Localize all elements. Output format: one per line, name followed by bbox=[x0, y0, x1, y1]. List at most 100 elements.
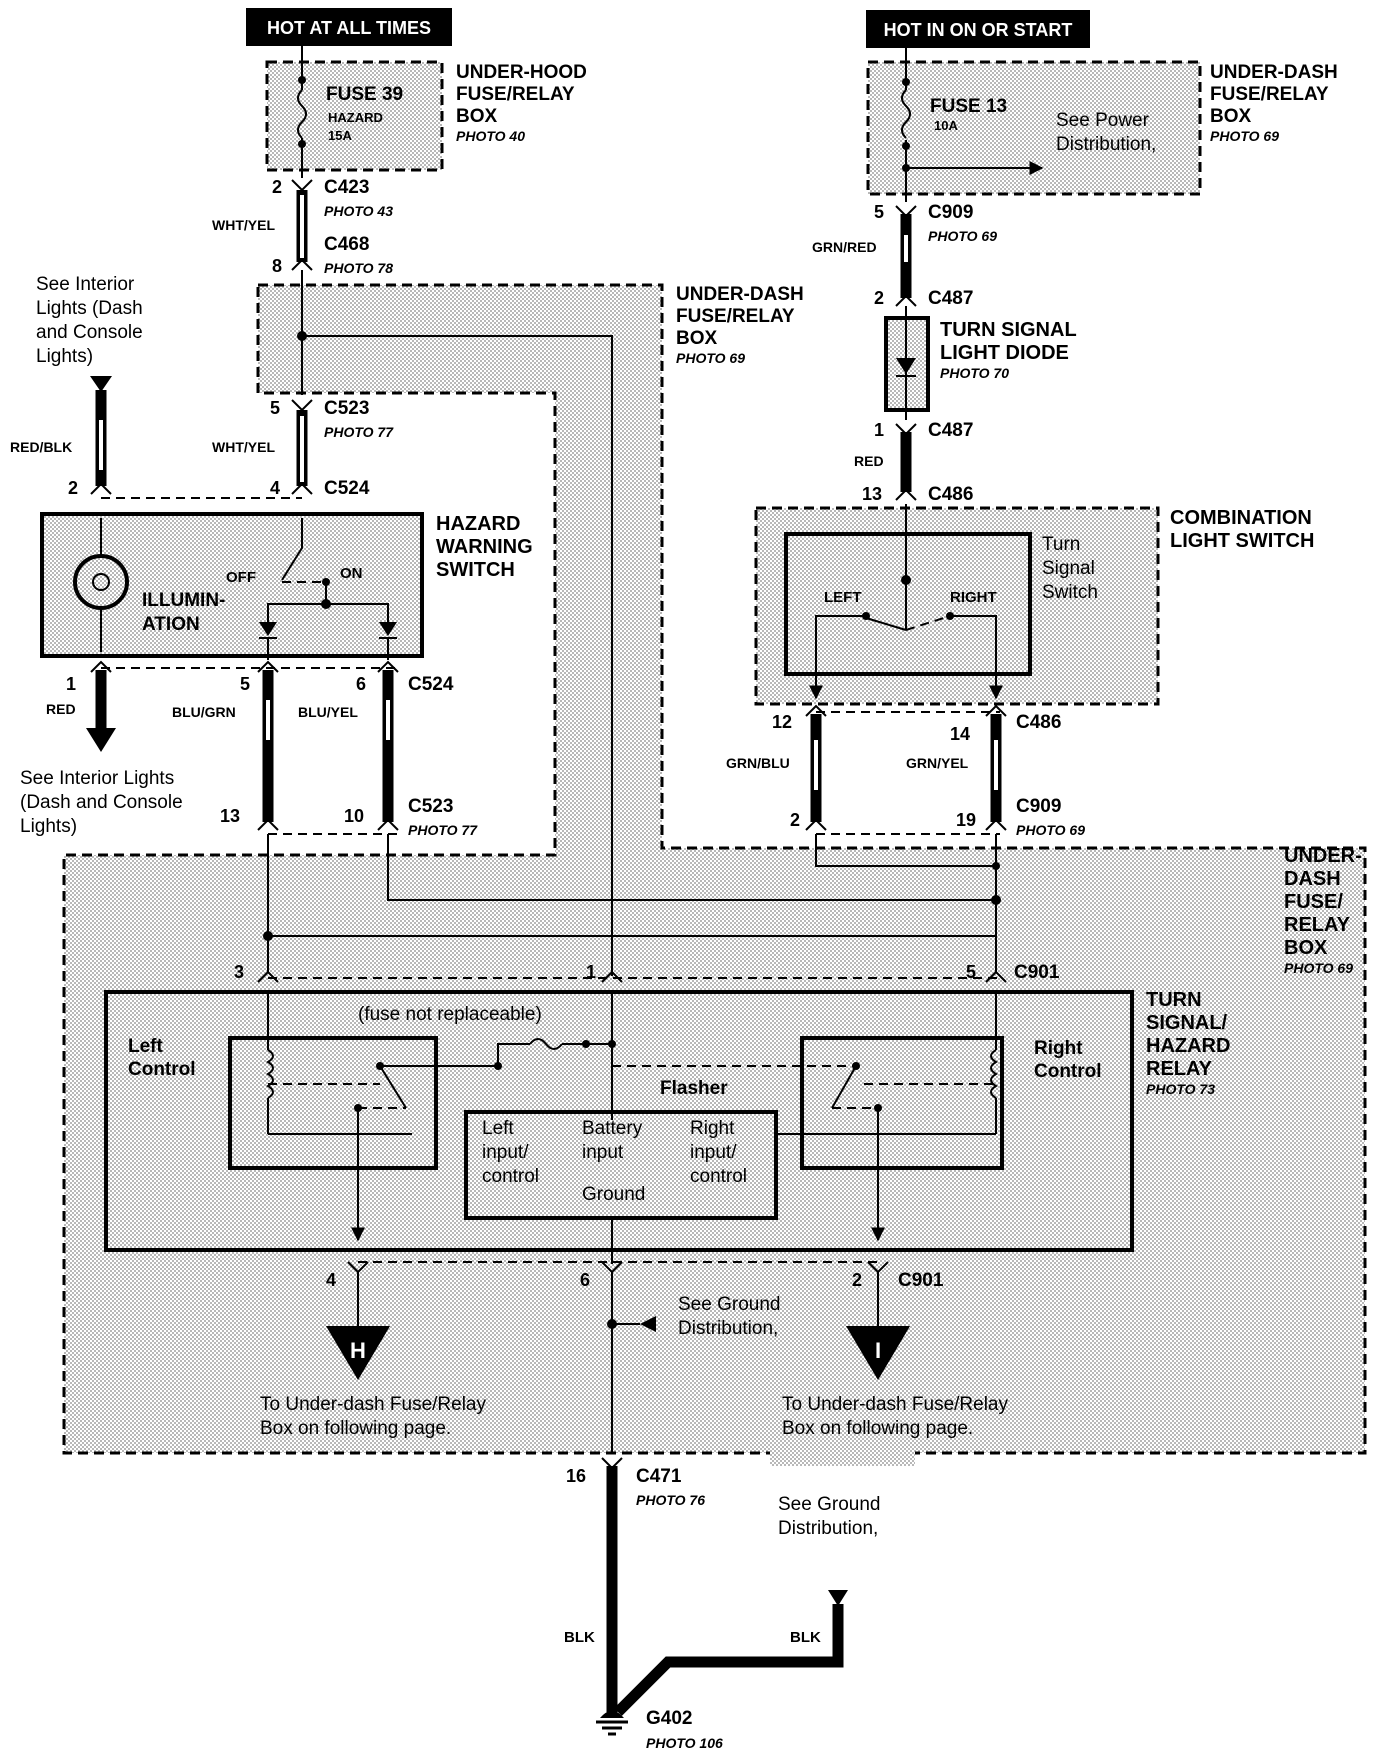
diagram-label: 5 bbox=[270, 398, 280, 418]
diagram-label: 1 bbox=[66, 674, 76, 694]
diagram-label: control bbox=[690, 1166, 747, 1187]
diagram-label: 6 bbox=[580, 1270, 590, 1290]
diagram-label: C909 bbox=[1016, 796, 1061, 817]
diagram-label: BOX bbox=[1210, 106, 1252, 127]
diagram-label: C909 bbox=[928, 202, 973, 223]
turn-signal-switch bbox=[784, 532, 1032, 676]
diagram-label: FUSE/ bbox=[1284, 891, 1343, 913]
diagram-label: 5 bbox=[966, 962, 976, 982]
diagram-label: Distribution, bbox=[678, 1318, 778, 1339]
diagram-label: UNDER- bbox=[1284, 845, 1362, 867]
diagram-label: control bbox=[482, 1166, 539, 1187]
flasher bbox=[464, 1110, 778, 1220]
diagram-label: 10 bbox=[344, 806, 364, 826]
fuse-13-icon bbox=[901, 89, 911, 139]
interior-lights-down-arrow-icon bbox=[86, 728, 116, 752]
diagram-label: RED bbox=[854, 453, 884, 469]
diagram-label: 2 bbox=[790, 810, 800, 830]
diagram-label: HOT AT ALL TIMES bbox=[267, 18, 431, 38]
hazard-warning-switch bbox=[40, 512, 424, 658]
diagram-label: DASH bbox=[1284, 868, 1341, 890]
diagram-label: Flasher bbox=[660, 1078, 728, 1099]
diagram-label: (Dash and Console bbox=[20, 792, 183, 813]
diagram-label: Left bbox=[482, 1118, 514, 1139]
diagram-label: FUSE/RELAY bbox=[1210, 84, 1329, 105]
internal-fuse-icon bbox=[529, 1038, 563, 1050]
diagram-label: G402 bbox=[646, 1708, 692, 1729]
diagram-label: LIGHT DIODE bbox=[940, 342, 1069, 364]
diagram-label: See Interior Lights bbox=[20, 768, 174, 789]
diagram-label: Left bbox=[128, 1036, 164, 1057]
combination-switch-box bbox=[754, 506, 1160, 706]
off-page-connector-h-icon bbox=[326, 1326, 390, 1380]
diagram-label: Lights) bbox=[20, 816, 77, 837]
diagram-label: 10A bbox=[934, 118, 958, 133]
left-control-relay bbox=[228, 1036, 438, 1170]
diagram-label: Box on following page. bbox=[260, 1418, 451, 1439]
diagram-label: 2 bbox=[874, 288, 884, 308]
diagram-label: TURN SIGNAL bbox=[940, 319, 1077, 341]
diagram-label: Distribution, bbox=[778, 1518, 878, 1539]
diagram-label: 19 bbox=[956, 810, 976, 830]
diagram-label: 5 bbox=[874, 202, 884, 222]
underdash-box-top-right bbox=[866, 60, 1202, 196]
diagram-label: Control bbox=[128, 1059, 196, 1080]
diagram-label: PHOTO 40 bbox=[456, 128, 525, 144]
diagram-label: 1 bbox=[586, 962, 596, 982]
diagram-label: PHOTO 43 bbox=[324, 203, 393, 219]
diagram-label: LIGHT SWITCH bbox=[1170, 530, 1314, 552]
diagram-label: ILLUMIN- bbox=[142, 590, 225, 611]
diagram-label: Signal bbox=[1042, 558, 1095, 579]
ground-wire-arrow-icon bbox=[828, 1590, 848, 1606]
diagram-label: GRN/YEL bbox=[906, 755, 969, 771]
diagram-label: 13 bbox=[862, 484, 882, 504]
turn-signal-hazard-relay bbox=[104, 990, 1134, 1252]
diagram-label: Switch bbox=[1042, 582, 1098, 603]
diagram-label: 4 bbox=[326, 1270, 336, 1290]
diagram-label: C524 bbox=[408, 674, 454, 695]
off-page-connector-i-icon bbox=[846, 1326, 910, 1380]
diagram-label: 12 bbox=[772, 712, 792, 732]
diagram-label: (fuse not replaceable) bbox=[358, 1004, 542, 1025]
diagram-label: Control bbox=[1034, 1061, 1102, 1082]
right-relay-coil-icon bbox=[990, 1049, 998, 1099]
diagram-label: RIGHT bbox=[950, 589, 997, 606]
diagram-label: To Under-dash Fuse/Relay bbox=[782, 1394, 1008, 1415]
diagram-label: Right bbox=[690, 1118, 735, 1139]
diagram-label: PHOTO 78 bbox=[324, 260, 393, 276]
diagram-label: 15A bbox=[328, 128, 352, 143]
interior-lights-arrow-icon bbox=[90, 376, 112, 392]
diagram-label: and Console bbox=[36, 322, 143, 343]
diagram-label: 6 bbox=[356, 674, 366, 694]
underdash-box-mid bbox=[62, 283, 1367, 1455]
diagram-label: 14 bbox=[950, 724, 970, 744]
diagram-label: LEFT bbox=[824, 589, 862, 606]
diagram-label: PHOTO 69 bbox=[676, 350, 745, 366]
diode-icon bbox=[896, 358, 916, 374]
diagram-label: WARNING bbox=[436, 536, 533, 558]
fuse-39-icon bbox=[297, 89, 307, 139]
diagram-label: C487 bbox=[928, 288, 973, 309]
diagram-label: PHOTO 69 bbox=[928, 228, 997, 244]
diagram-label: Lights (Dash bbox=[36, 298, 143, 319]
diagram-label: Battery bbox=[582, 1118, 643, 1139]
left-relay-contact-icon bbox=[379, 1065, 407, 1109]
diagram-label: Distribution, bbox=[1056, 134, 1156, 155]
diagram-label: See Interior bbox=[36, 274, 135, 295]
diagram-label: HAZARD bbox=[436, 513, 520, 535]
diagram-label: C523 bbox=[408, 796, 453, 817]
diagram-label: SWITCH bbox=[436, 559, 515, 581]
diagram-label: Lights) bbox=[36, 346, 93, 367]
diagram-label: 8 bbox=[272, 256, 282, 276]
right-relay-contact-icon bbox=[831, 1065, 857, 1109]
diagram-label: BLU/GRN bbox=[172, 704, 236, 720]
diagram-label: PHOTO 106 bbox=[646, 1735, 723, 1751]
diagram-label: ATION bbox=[142, 614, 200, 635]
diagram-label: HOT IN ON OR START bbox=[884, 20, 1073, 40]
diagram-label: C423 bbox=[324, 177, 369, 198]
diagram-label: GRN/RED bbox=[812, 239, 877, 255]
diagram-label: C901 bbox=[898, 1270, 944, 1291]
diagram-label: GRN/BLU bbox=[726, 755, 790, 771]
hot-in-on-or-start-header: HOT IN ON OR START bbox=[866, 10, 1090, 48]
diagram-label: PHOTO 69 bbox=[1016, 822, 1085, 838]
